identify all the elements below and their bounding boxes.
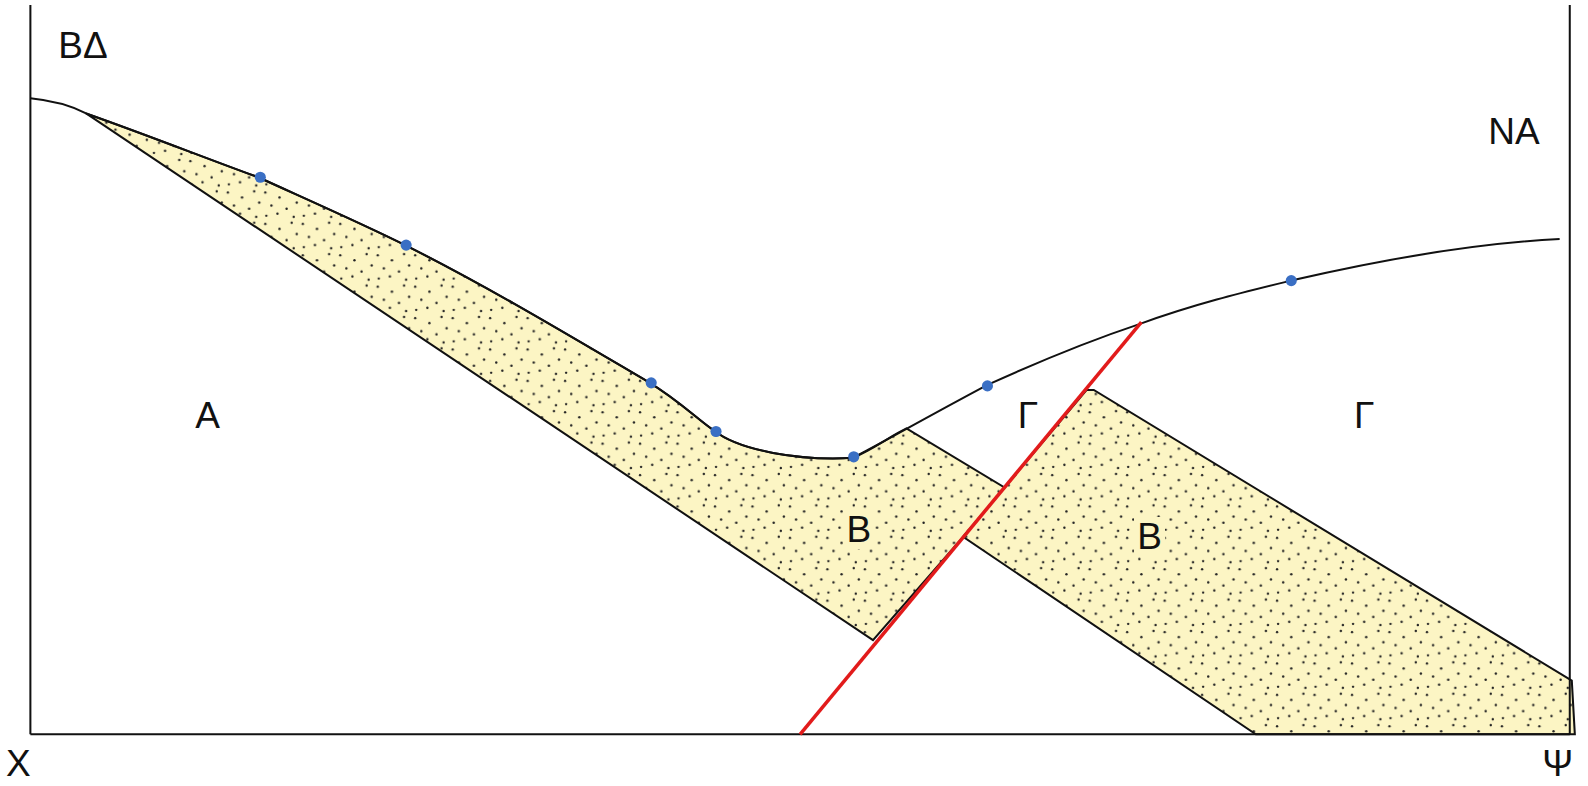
sample-points	[255, 172, 1297, 463]
region-label: Γ	[1351, 396, 1377, 435]
layer-b-left	[86, 113, 1006, 640]
ground-surface	[30, 98, 1559, 458]
region-label: ΒΔ	[55, 26, 110, 65]
fault-line	[800, 322, 1141, 734]
frame-right	[1569, 5, 1571, 734]
region-label: Β	[843, 510, 874, 549]
region-label: Β	[1134, 517, 1165, 556]
region-label: Χ	[3, 744, 34, 783]
region-label: Γ	[1015, 396, 1041, 435]
region-label: ΝΑ	[1485, 112, 1542, 151]
region-label: Ψ	[1539, 744, 1576, 783]
region-label: Α	[192, 396, 223, 435]
frame-left	[29, 5, 31, 734]
layer-b-right	[963, 390, 1575, 734]
